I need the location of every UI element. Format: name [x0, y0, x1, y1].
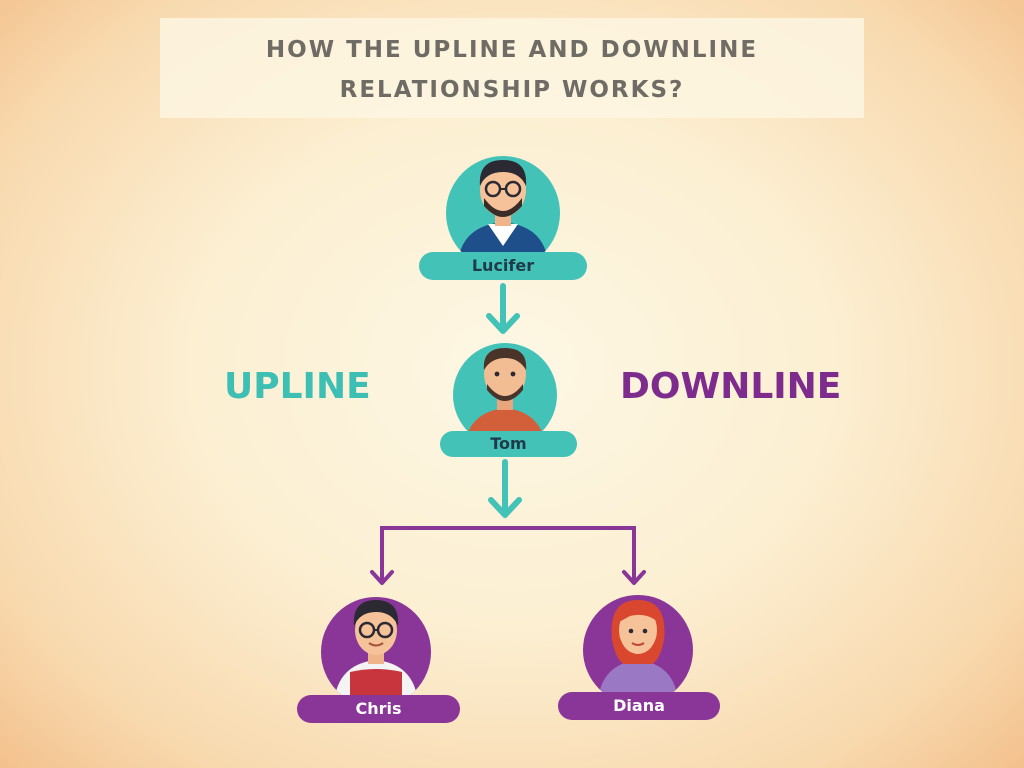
title-line-1: HOW THE UPLINE AND DOWNLINE [265, 37, 759, 63]
name-pill-diana: Diana [558, 692, 720, 720]
downline-label: DOWNLINE [620, 366, 842, 407]
page-title: HOW THE UPLINE AND DOWNLINE RELATIONSHIP… [160, 30, 864, 110]
name-pill-tom: Tom [440, 431, 577, 457]
title-panel [160, 18, 864, 118]
avatar-chris [321, 597, 431, 707]
arrow-tom-to-branch [488, 459, 522, 518]
name-pill-lucifer: Lucifer [419, 252, 587, 280]
avatar-diana [583, 595, 693, 705]
title-line-2: RELATIONSHIP WORKS? [339, 77, 685, 103]
arrow-lucifer-to-tom [486, 283, 520, 334]
name-pill-chris: Chris [297, 695, 460, 723]
upline-label: UPLINE [224, 366, 371, 407]
avatar-tom [453, 343, 557, 447]
branch-connector [370, 526, 646, 585]
